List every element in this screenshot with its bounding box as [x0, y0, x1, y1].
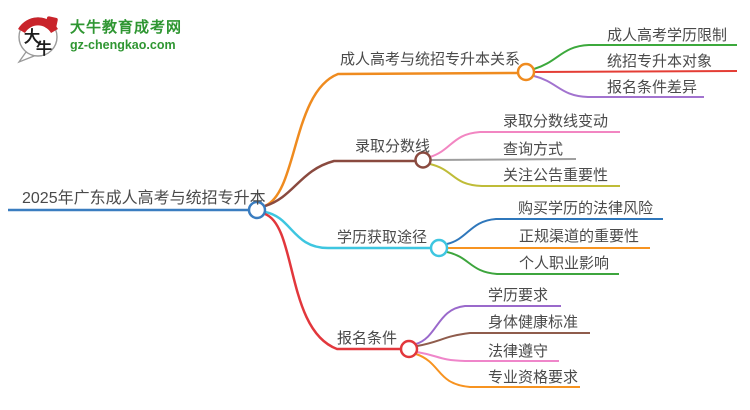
site-logo[interactable]: 大 牛 大牛教育成考网 gz-chengkao.com: [10, 8, 182, 64]
logo-char-niu: 牛: [36, 39, 52, 58]
branch2-child1-curve: [429, 131, 620, 158]
branch2-curve: [264, 159, 416, 208]
branch1-child1-label[interactable]: 成人高考学历限制: [607, 27, 728, 44]
branch3-child3-label[interactable]: 个人职业影响: [519, 255, 610, 272]
logo-bull-icon: 大 牛: [17, 16, 58, 64]
site-url[interactable]: gz-chengkao.com: [70, 37, 176, 52]
branch2-topic-label[interactable]: 录取分数线: [355, 138, 431, 155]
branch4-child4-label[interactable]: 专业资格要求: [488, 369, 579, 386]
branch1-topic-label[interactable]: 成人高考与统招专升本关系: [340, 51, 521, 68]
branch4-topic-label[interactable]: 报名条件: [337, 330, 398, 347]
branch1-node-circle[interactable]: [516, 62, 536, 82]
branch2-child3-label[interactable]: 关注公告重要性: [503, 167, 609, 184]
branch3-node-circle[interactable]: [429, 238, 449, 258]
branch2-child3-curve: [429, 163, 620, 187]
branch4-child3-curve: [416, 351, 559, 362]
branch3-child1-label[interactable]: 购买学历的法律风险: [518, 200, 654, 217]
branch1-child2-label[interactable]: 统招专升本对象: [607, 53, 713, 70]
branch4-child4-curve: [415, 353, 580, 388]
branch2-child2-curve: [429, 158, 577, 161]
branch1-curve: [264, 71, 519, 208]
branch1-child3-label[interactable]: 报名条件差异: [607, 79, 698, 96]
branch3-child3-curve: [446, 251, 619, 275]
branch4-node-circle[interactable]: [399, 339, 419, 359]
branch3-topic-label[interactable]: 学历获取途径: [337, 229, 428, 246]
logo-char-da: 大: [24, 27, 40, 46]
branch4-child2-curve: [416, 332, 590, 347]
logo-seal: [45, 16, 58, 30]
root-node-circle[interactable]: [247, 200, 267, 220]
root-topic-label[interactable]: 2025年广东成人高考与统招专升本: [22, 190, 266, 207]
site-name: 大牛教育成考网: [70, 18, 183, 36]
branch1-child2-curve: [533, 70, 738, 73]
branch1-child3-curve: [533, 75, 704, 98]
branch2-child1-label[interactable]: 录取分数线变动: [503, 113, 609, 130]
branch2-child2-label[interactable]: 查询方式: [503, 141, 564, 158]
branch3-child2-label[interactable]: 正规渠道的重要性: [519, 228, 640, 245]
branch4-child1-curve: [415, 305, 561, 345]
branch3-child1-curve: [446, 218, 663, 245]
branch4-child3-label[interactable]: 法律遵守: [488, 343, 549, 360]
branch2-node-circle[interactable]: [414, 151, 432, 169]
branch1-child1-curve: [533, 44, 737, 70]
branch4-curve: [264, 212, 401, 351]
logo-text-block: 大牛教育成考网 gz-chengkao.com: [70, 19, 182, 53]
branch3-curve: [264, 210, 431, 250]
branch4-child1-label[interactable]: 学历要求: [488, 287, 549, 304]
branch4-child2-label[interactable]: 身体健康标准: [488, 314, 579, 331]
